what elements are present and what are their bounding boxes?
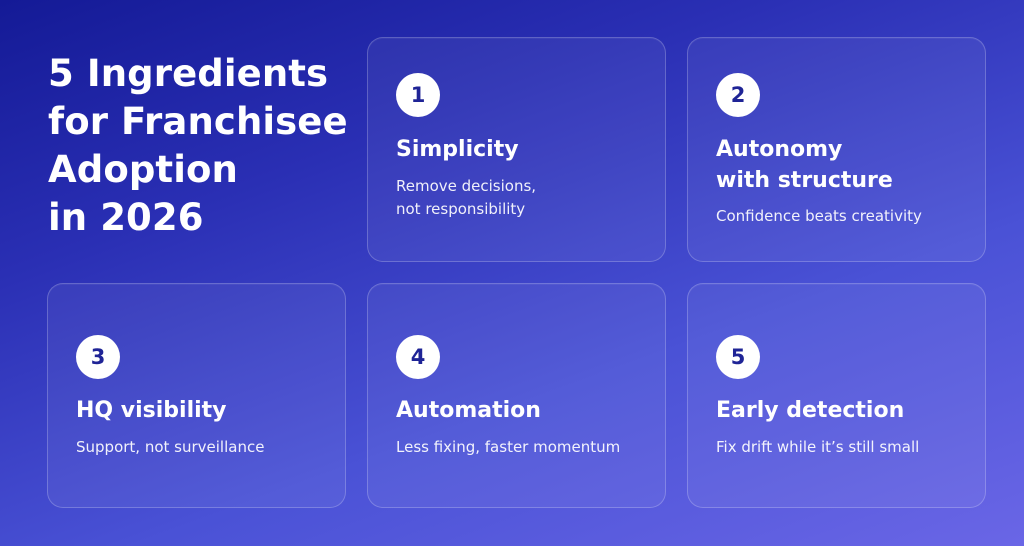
number-badge: 1 [396,73,440,117]
card-description: Remove decisions, not responsibility [396,177,537,218]
card-title: Automation [396,398,541,423]
number-badge: 5 [716,335,760,379]
card-title: Simplicity [396,137,519,162]
ingredient-card-hq-visibility: 3 HQ visibility Support, not surveillanc… [47,283,346,508]
card-title: HQ visibility [76,398,227,423]
card-description: Support, not surveillance [76,438,265,456]
page-title: 5 Ingredients for Franchisee Adoption in… [48,52,348,239]
number-badge: 3 [76,335,120,379]
card-title: Early detection [716,398,905,423]
card-title: Autonomy with structure [716,137,893,193]
card-description: Fix drift while it’s still small [716,438,920,456]
ingredient-card-autonomy: 2 Autonomy with structure Confidence bea… [687,37,986,262]
number-badge: 4 [396,335,440,379]
ingredient-card-simplicity: 1 Simplicity Remove decisions, not respo… [367,37,666,262]
card-description: Confidence beats creativity [716,207,922,225]
number-badge: 2 [716,73,760,117]
ingredient-card-automation: 4 Automation Less fixing, faster momentu… [367,283,666,508]
card-description: Less fixing, faster momentum [396,438,621,456]
ingredient-card-early-detection: 5 Early detection Fix drift while it’s s… [687,283,986,508]
